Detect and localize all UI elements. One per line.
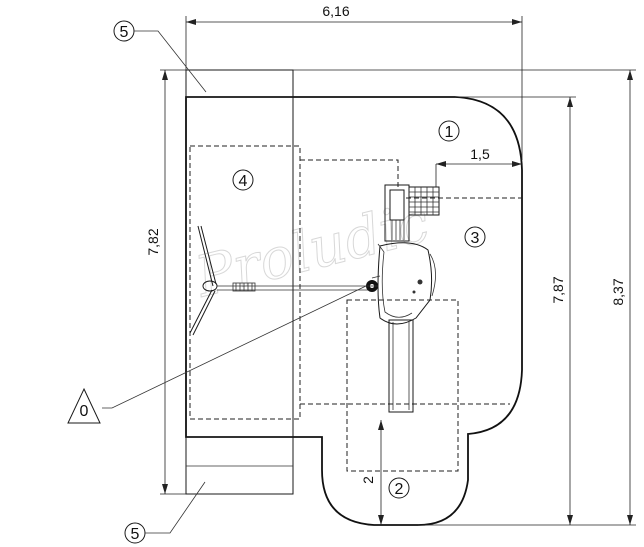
origin-callout: 0 xyxy=(67,285,367,424)
svg-text:0: 0 xyxy=(80,403,89,420)
svg-text:5: 5 xyxy=(131,526,140,543)
callout-1: 1 xyxy=(438,120,460,142)
callout-2: 2 xyxy=(388,477,410,499)
platform-element xyxy=(371,242,436,325)
dimension-slide-runout: 2 xyxy=(360,420,384,525)
callout-4: 4 xyxy=(232,169,254,191)
dimension-width-top: 6,16 xyxy=(185,3,523,160)
slide-element xyxy=(388,319,414,413)
watermark-logo: Proludic xyxy=(189,190,436,311)
dimension-height-right: 7,87 8,37 xyxy=(293,69,636,526)
svg-text:1: 1 xyxy=(445,124,454,141)
zone-2-dashed xyxy=(346,299,459,472)
zone-1-dashed xyxy=(300,159,399,187)
dimension-right-outer-value: 8,37 xyxy=(610,278,626,305)
dimension-left-value: 7,82 xyxy=(145,228,161,255)
swing-element xyxy=(189,225,372,336)
callout-3: 3 xyxy=(464,226,486,248)
callout-5-top: 5 xyxy=(113,20,207,93)
dimension-right-inner-value: 7,87 xyxy=(550,276,566,303)
svg-text:3: 3 xyxy=(471,230,480,247)
dimension-height-left: 7,82 xyxy=(145,69,186,495)
dimension-runout-value: 2 xyxy=(360,476,376,484)
svg-text:2: 2 xyxy=(395,481,404,498)
end-panel-bottom xyxy=(185,436,294,495)
callout-5-bottom: 5 xyxy=(124,481,206,544)
svg-text:4: 4 xyxy=(239,173,248,190)
dimension-width-value: 6,16 xyxy=(322,3,349,19)
dimension-clearance-top: 1,5 xyxy=(435,146,522,187)
dimension-clearance-value: 1,5 xyxy=(470,146,490,162)
origin-point xyxy=(366,280,378,292)
tower-and-stairs xyxy=(384,184,440,242)
safety-zone-outline xyxy=(185,96,523,526)
end-panel-top xyxy=(185,69,294,98)
svg-text:5: 5 xyxy=(120,24,129,41)
